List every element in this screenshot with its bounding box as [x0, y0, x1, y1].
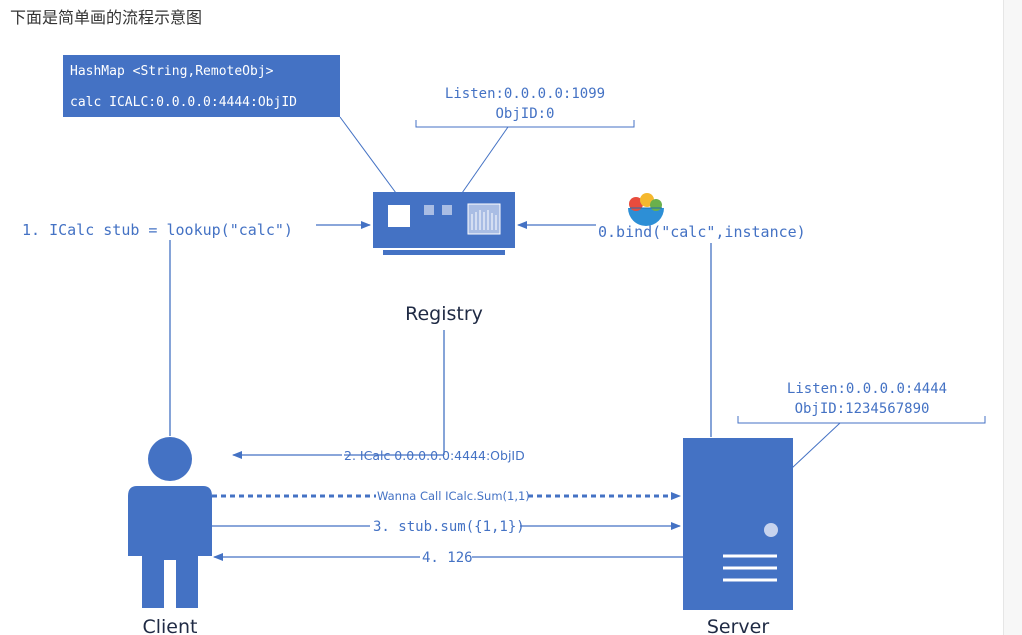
server-tower-icon: [683, 438, 793, 610]
server-label: Server: [707, 616, 769, 635]
step-invoke-label: 3. stub.sum({1,1}): [373, 519, 525, 535]
registry-listen: Listen:0.0.0.0:1099: [445, 86, 605, 102]
hashmap-line2: calc ICALC:0.0.0.0:4444:ObjID: [70, 95, 297, 110]
page-heading: 下面是简单画的流程示意图: [10, 8, 203, 27]
server-rack-icon: [373, 192, 515, 255]
registry-annotation-bracket: [415, 120, 635, 128]
registry-label: Registry: [405, 303, 483, 325]
server-listen: Listen:0.0.0.0:4444: [787, 381, 947, 397]
colorful-bowl-icon: [628, 193, 664, 226]
step-wanna-call-label: Wanna Call ICalc.Sum(1,1): [377, 489, 530, 503]
hashmap-line1: HashMap <String,RemoteObj>: [70, 64, 274, 79]
person-icon: [128, 437, 212, 608]
client-label: Client: [142, 616, 197, 635]
step-bind-label: 0.bind("calc",instance): [598, 223, 806, 241]
step-lookup-label: 1. ICalc stub = lookup("calc"): [22, 221, 293, 239]
server-annotation-connector: [791, 422, 841, 469]
page-right-margin: [1003, 0, 1022, 635]
registry-objid: ObjID:0: [495, 106, 554, 122]
hashmap-connector: [339, 116, 397, 194]
step-return-label: 2. ICalc 0.0.0.0.0:4444:ObjID: [344, 448, 525, 463]
registry-annotation-connector: [461, 126, 509, 194]
step-result-label: 4. 126: [422, 550, 473, 566]
hashmap-box: HashMap <String,RemoteObj> calc ICALC:0.…: [63, 55, 340, 117]
server-objid: ObjID:1234567890: [795, 401, 930, 417]
server-annotation-bracket: [737, 416, 986, 424]
